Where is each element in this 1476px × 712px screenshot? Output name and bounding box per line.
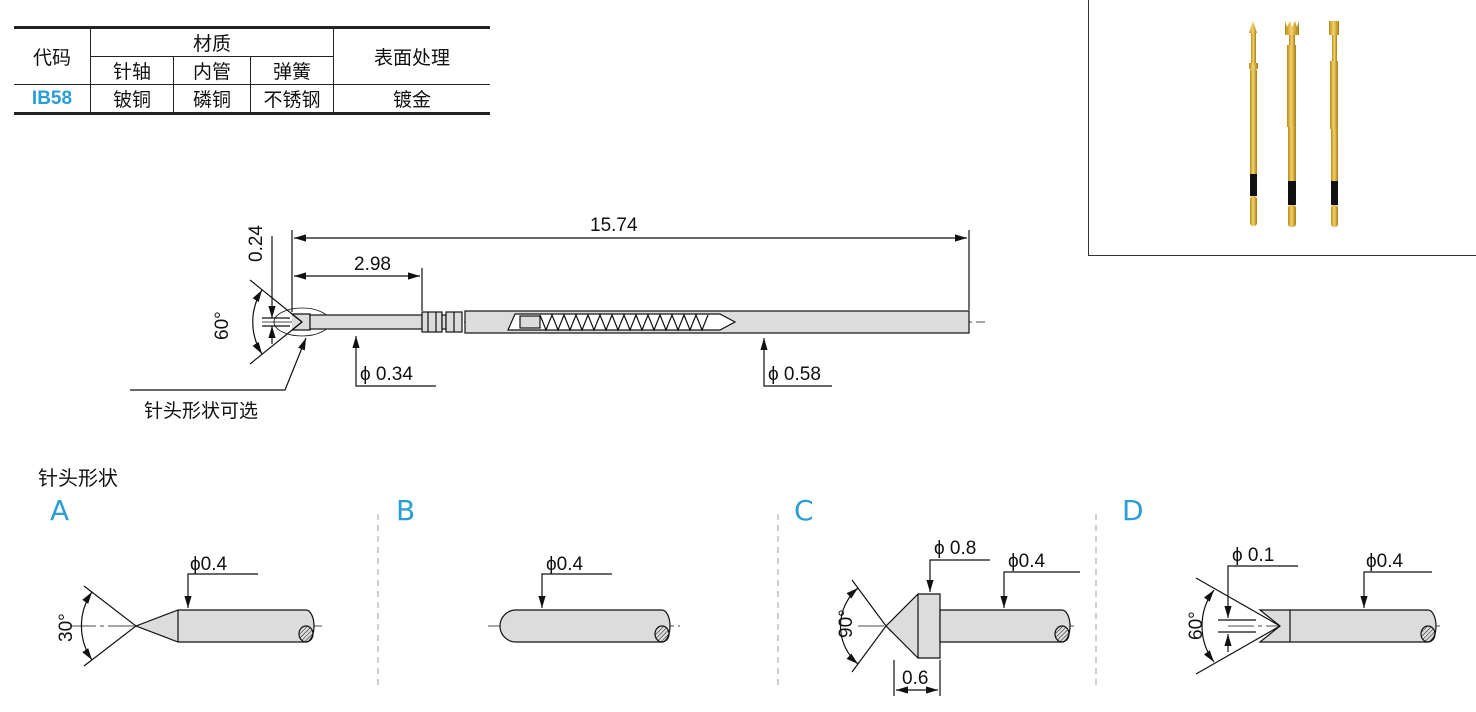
dia-body-leader — [760, 338, 832, 387]
row-surface: 镀金 — [333, 84, 490, 114]
tip-c-drawing — [839, 559, 1080, 696]
tip-c-len-label: 0.6 — [902, 668, 929, 689]
tip-a-drawing — [70, 573, 322, 667]
dia-shaft-leader — [352, 336, 436, 387]
probe-photo — [1249, 21, 1339, 227]
note-leader — [130, 337, 307, 391]
tip-d-drawing — [1195, 565, 1440, 675]
tip-b-dia-label: ϕ0.4 — [546, 554, 584, 575]
tip-b-drawing — [488, 573, 680, 643]
tip-a-angle-label: 30° — [56, 613, 77, 642]
row-spring: 不锈钢 — [250, 84, 334, 114]
tip-c-letter: C — [794, 494, 814, 527]
dim-tip — [262, 236, 290, 344]
header-code: 代码 — [14, 27, 91, 85]
dia-shaft-label: ϕ 0.34 — [360, 364, 413, 385]
tip-c-dia-label: ϕ0.4 — [1008, 551, 1046, 572]
row-code: IB58 — [14, 84, 91, 114]
tip-d-angle-label: 60° — [1186, 611, 1207, 640]
product-photo-frame — [1088, 0, 1476, 256]
tip-a-dia-label: ϕ0.4 — [190, 554, 228, 575]
probe-crown — [1285, 21, 1299, 227]
tip-d-letter: D — [1122, 494, 1144, 527]
tip-d-dia-tip-label: ϕ 0.1 — [1232, 545, 1275, 566]
dim-head-length — [294, 268, 423, 311]
tip-a-letter: A — [50, 494, 70, 527]
dim-head-length-label: 2.98 — [354, 254, 391, 275]
spec-table: 代码 材质 表面处理 针轴 内管 弹簧 IB58 铍铜 磷铜 不锈钢 镀金 — [14, 26, 490, 115]
header-shaft: 针轴 — [90, 56, 174, 85]
dim-total-length-label: 15.74 — [590, 215, 638, 236]
dim-total-length — [291, 230, 970, 312]
header-material: 材质 — [90, 27, 334, 57]
row-shaft: 铍铜 — [90, 84, 174, 114]
probe-pointed — [1249, 21, 1258, 226]
tip-b-letter: B — [396, 494, 416, 527]
dim-tip-label: 0.24 — [246, 225, 267, 262]
tip-c-angle-label: 90° — [836, 609, 857, 638]
angle-main-label: 60° — [212, 311, 233, 340]
dia-body-label: ϕ 0.58 — [768, 364, 821, 385]
tip-d-dia-label: ϕ0.4 — [1366, 551, 1404, 572]
main-probe — [262, 307, 985, 337]
dim-angle-main — [249, 279, 303, 365]
tip-c-dia-head-label: ϕ 0.8 — [934, 538, 977, 559]
tip-option-note: 针头形状可选 — [144, 401, 259, 422]
probe-flat — [1329, 21, 1339, 227]
row-tube: 磷铜 — [173, 84, 251, 114]
tip-section-title: 针头形状 — [38, 468, 118, 490]
